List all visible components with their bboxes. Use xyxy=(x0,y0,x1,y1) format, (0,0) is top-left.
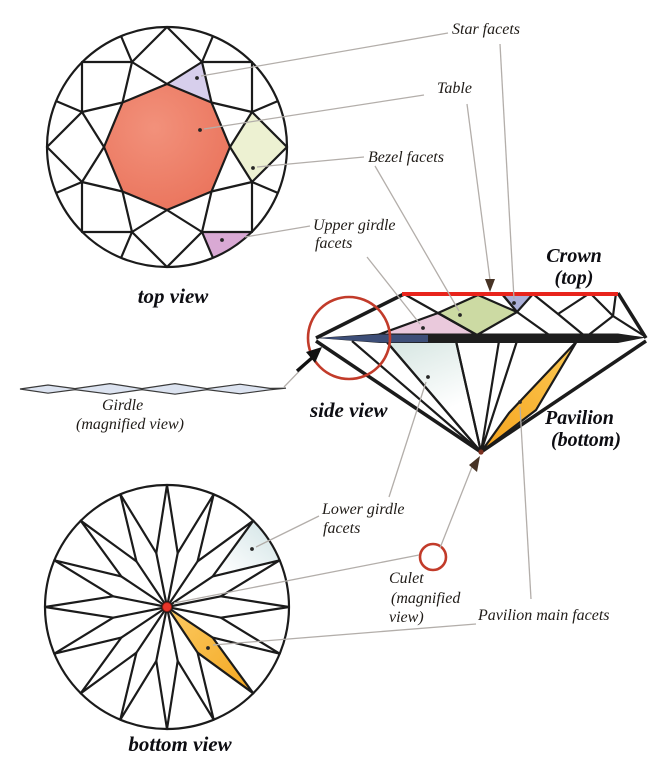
crown-kite-right xyxy=(556,291,615,339)
label-culet-line2: (magnified xyxy=(391,590,461,607)
leader-pavilion-main-side xyxy=(519,406,532,600)
leader-star-top xyxy=(200,32,449,77)
leader-bezel-top xyxy=(256,156,365,168)
facet-marker-dot xyxy=(251,166,255,170)
label-lower-girdle-line1: Lower girdle xyxy=(321,501,405,518)
label-lower-girdle-line2: facets xyxy=(323,520,360,537)
side-marker-dots xyxy=(421,301,522,404)
leader-upper-girdle-top xyxy=(244,225,311,238)
bezel-kite xyxy=(45,110,106,184)
label-girdle-line1: Girdle xyxy=(102,397,143,414)
label-bezel-facets: Bezel facets xyxy=(368,149,444,166)
label-girdle-line2: (magnified view) xyxy=(76,416,184,433)
girdle-magnified-strip xyxy=(19,382,287,395)
caption-top-view: top view xyxy=(138,284,210,308)
label-pavilion-line1: Pavilion xyxy=(544,407,614,429)
culet-point xyxy=(478,449,484,455)
facet-marker-dot xyxy=(198,128,202,132)
bottom-view-drawing xyxy=(43,483,291,731)
leader-lines xyxy=(173,32,532,646)
leader-table-side xyxy=(466,103,491,281)
label-culet-line3: view) xyxy=(389,609,424,626)
top-view-drawing xyxy=(45,25,289,269)
leader-bezel-side xyxy=(374,165,460,312)
leader-lower-girdle-side xyxy=(388,381,427,498)
facet-marker-dot xyxy=(195,76,199,80)
label-pavilion-line2: (bottom) xyxy=(551,429,621,451)
label-pavilion-main-facets: Pavilion main facets xyxy=(477,607,610,624)
leader-star-side xyxy=(499,43,515,300)
facet-marker-dot xyxy=(458,313,462,317)
label-crown-line1: Crown xyxy=(546,245,602,267)
pavilion-main-facet-bottom-highlight xyxy=(167,607,254,694)
pavilion-slope-left xyxy=(315,339,482,454)
leader-culet-bottom xyxy=(173,554,420,604)
girdle-band-highlight xyxy=(318,334,428,343)
lower-girdle-facet-bottom-highlight xyxy=(212,520,280,577)
girdle-arrow-shaft xyxy=(295,355,315,373)
right-up-arrow-icon xyxy=(306,347,322,363)
down-arrow-icon xyxy=(485,279,495,292)
crown-facet-lines xyxy=(403,292,647,338)
caption-side-view: side view xyxy=(309,398,389,422)
bottom-marker-dots xyxy=(206,547,254,650)
culet-to-notch-lines xyxy=(112,552,222,662)
upper-girdle-facet-highlight xyxy=(202,232,252,258)
leader-upper-girdle-side xyxy=(366,256,421,325)
facet-marker-dot xyxy=(250,547,254,551)
leader-pavilion-main-bottom xyxy=(212,623,477,646)
culet-magnifier-circle xyxy=(418,542,448,572)
leader-lower-girdle-bottom xyxy=(255,515,320,548)
facet-marker-dots xyxy=(195,76,255,242)
upper-girdle-split-lines xyxy=(55,35,279,259)
girdle-pointer-arrow xyxy=(295,347,322,373)
crown-slope-left xyxy=(315,292,405,340)
label-star-facets: Star facets xyxy=(452,21,520,38)
label-crown-line2: (top) xyxy=(555,267,594,289)
girdle-circle-bottom-view xyxy=(43,483,291,731)
side-view-drawing xyxy=(315,291,648,455)
bezel-facet-highlight xyxy=(230,112,287,182)
facet-marker-dot xyxy=(220,238,224,242)
label-upper-girdle-line1: Upper girdle xyxy=(313,217,396,234)
facet-marker-dot xyxy=(421,326,425,330)
up-arrow-icon xyxy=(469,456,480,472)
culet-dot xyxy=(162,602,172,612)
table-facet xyxy=(104,84,230,210)
arrows xyxy=(469,279,495,472)
pavilion-slope-right xyxy=(480,339,647,454)
facet-marker-dot xyxy=(426,375,430,379)
facet-marker-dot xyxy=(512,301,516,305)
leader-culet-magnifier xyxy=(439,466,473,549)
pavilion-facet-lines xyxy=(351,340,519,453)
label-upper-girdle-line2: facets xyxy=(315,235,352,252)
girdle-circle-top-view xyxy=(45,25,289,269)
facet-marker-dot xyxy=(518,400,522,404)
facet-marker-dot xyxy=(206,646,210,650)
girdle-magnifier-circle xyxy=(306,295,392,381)
bezel-kite xyxy=(130,208,204,269)
label-culet-line1: Culet xyxy=(389,570,424,587)
caption-bottom-view: bottom view xyxy=(128,732,232,756)
crown-slope-right xyxy=(616,292,648,339)
label-table: Table xyxy=(437,80,472,97)
leader-table-top xyxy=(203,94,425,130)
star-facet-highlight xyxy=(167,62,212,103)
